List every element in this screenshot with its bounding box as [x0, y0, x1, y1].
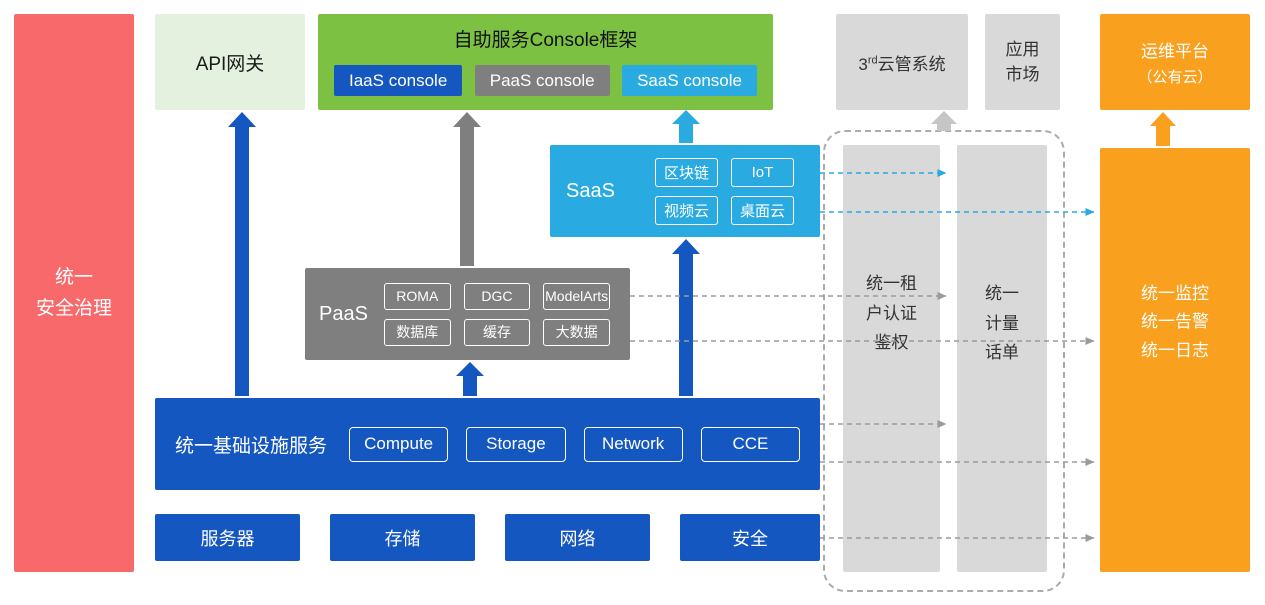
infrastructure-items-row: Compute Storage Network CCE	[349, 426, 801, 462]
app-market-label: 应用 市场	[1005, 39, 1040, 85]
console-framework-title: 自助服务Console框架	[453, 30, 638, 51]
om-platform-box: 运维平台 （公有云）	[1100, 14, 1250, 110]
saas-item-desktop-cloud: 桌面云	[730, 195, 794, 225]
api-gateway-box: API网关	[155, 14, 305, 110]
om-platform-line1: 运维平台	[1141, 42, 1209, 61]
tenant-auth-column: 统一租 户认证 鉴权	[843, 145, 940, 572]
saas-layer-box: SaaS 区块链 IoT 视频云 桌面云	[550, 145, 820, 237]
third-party-cloud-mgmt-label: 3rd云管系统	[858, 50, 945, 75]
paas-item-cache: 缓存	[463, 318, 531, 346]
security-governance-bar: 统一 安全治理	[14, 14, 134, 572]
infrastructure-services-box: 统一基础设施服务 Compute Storage Network CCE	[155, 398, 820, 490]
resource-box-storage: 存储	[330, 514, 475, 561]
arrow-monitoring-to-om-icon	[1150, 112, 1176, 146]
saas-console-chip: SaaS console	[622, 65, 757, 96]
console-framework-box: 自助服务Console框架 IaaS console PaaS console …	[318, 14, 773, 110]
console-chip-row: IaaS console PaaS console SaaS console	[334, 65, 757, 96]
infra-item-cce: CCE	[700, 426, 801, 462]
saas-item-blockchain: 区块链	[654, 157, 718, 187]
saas-item-iot: IoT	[730, 157, 794, 187]
resource-box-server: 服务器	[155, 514, 300, 561]
resource-box-network: 网络	[505, 514, 650, 561]
infra-item-network: Network	[583, 426, 683, 462]
third-party-cloud-mgmt-box: 3rd云管系统	[836, 14, 968, 110]
tenant-auth-label: 统一租 户认证 鉴权	[866, 273, 917, 353]
metering-label: 统一 计量 话单	[985, 283, 1019, 363]
infra-item-storage: Storage	[466, 426, 566, 462]
saas-item-video-cloud: 视频云	[654, 195, 718, 225]
metering-column: 统一 计量 话单	[957, 145, 1047, 572]
iaas-console-chip: IaaS console	[334, 65, 463, 96]
common-services-dashed-frame	[823, 130, 1065, 592]
arrow-infra-to-paas-icon	[456, 362, 484, 396]
om-platform-line2: （公有云）	[1137, 69, 1213, 86]
infrastructure-label: 统一基础设施服务	[175, 435, 328, 457]
paas-items-grid: ROMA DGC ModelArts 数据库 缓存 大数据	[383, 282, 610, 346]
third-party-text: 云管系统	[877, 54, 946, 74]
paas-layer-box: PaaS ROMA DGC ModelArts 数据库 缓存 大数据	[305, 268, 630, 360]
monitoring-label: 统一监控 统一告警 统一日志	[1141, 284, 1209, 360]
infra-item-compute: Compute	[349, 426, 449, 462]
paas-item-modelarts: ModelArts	[543, 282, 610, 310]
arrow-infra-to-saas-icon	[672, 239, 700, 396]
paas-console-chip: PaaS console	[474, 65, 610, 96]
arrow-paas-to-console-icon	[453, 112, 481, 266]
paas-item-dgc: DGC	[463, 282, 531, 310]
paas-layer-label: PaaS	[319, 302, 368, 325]
third-party-num: 3	[858, 54, 868, 74]
arrow-frame-to-3rd-cloud-icon	[931, 111, 957, 131]
paas-item-database: 数据库	[383, 318, 451, 346]
paas-item-bigdata: 大数据	[543, 318, 610, 346]
api-gateway-label: API网关	[195, 53, 265, 75]
arrow-saas-to-console-icon	[672, 110, 700, 143]
third-party-ordinal: rd	[867, 53, 878, 66]
app-market-box: 应用 市场	[985, 14, 1060, 110]
security-governance-label: 统一 安全治理	[35, 266, 112, 319]
arrow-infra-to-api-gateway-icon	[228, 112, 256, 396]
resource-box-security: 安全	[680, 514, 820, 561]
saas-items-grid: 区块链 IoT 视频云 桌面云	[654, 157, 794, 225]
saas-layer-label: SaaS	[566, 179, 615, 202]
paas-item-roma: ROMA	[383, 282, 451, 310]
monitoring-box: 统一监控 统一告警 统一日志	[1100, 148, 1250, 572]
